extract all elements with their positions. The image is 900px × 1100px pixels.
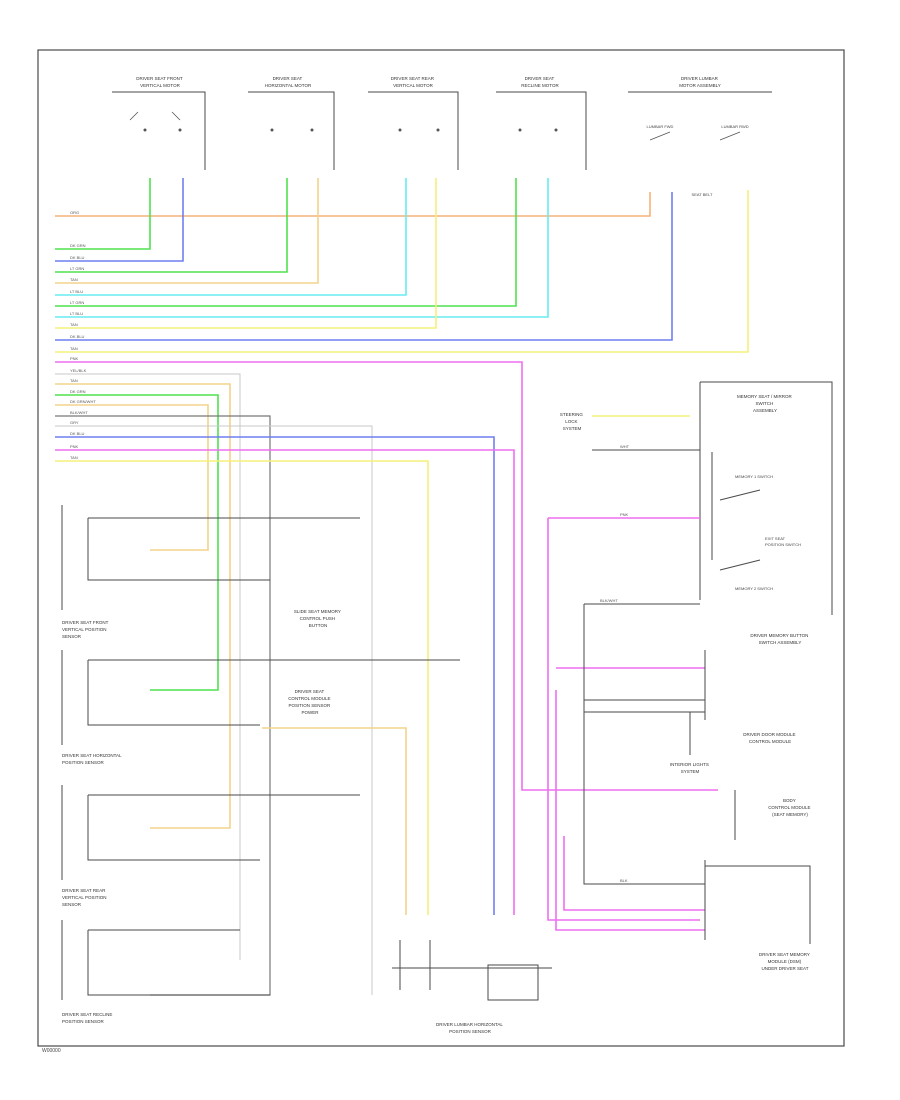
top-harness bbox=[55, 178, 749, 353]
sensor-power-lead bbox=[262, 727, 407, 915]
sensor-recline-label: DRIVER SEAT RECLINE POSITION SENSOR bbox=[62, 1012, 114, 1024]
ignition-label: STEERING LOCK SYSTEM bbox=[560, 412, 584, 431]
lumbar-sensor-label: DRIVER LUMBAR HORIZONTAL POSITION SENSOR bbox=[436, 1022, 504, 1034]
dsm-frame bbox=[705, 865, 811, 944]
right-black bbox=[583, 449, 736, 940]
wire-label-blkwht-2: BLK/WHT bbox=[600, 598, 618, 603]
middle-harness bbox=[55, 361, 556, 996]
lumbar-sensor bbox=[392, 940, 552, 1001]
interior-lights-label: INTERIOR LIGHTS SYSTEM bbox=[670, 762, 710, 774]
right-module-labels: DRIVER MEMORY BUTTON SWITCH ASSEMBLY DRI… bbox=[670, 633, 812, 971]
wire-label-pnk: PNK bbox=[70, 356, 79, 361]
wire-label-dkblu: DK BLU bbox=[70, 255, 85, 260]
sensor-rear-vertical-label: DRIVER SEAT REAR VERTICAL POSITION SENSO… bbox=[62, 888, 108, 907]
motor-lumbar: DRIVER LUMBAR MOTOR ASSEMBLY LUMBAR FWD … bbox=[628, 76, 772, 197]
right-magenta bbox=[547, 517, 718, 931]
exit-switch-label: EXIT SEAT POSITION SWITCH bbox=[765, 536, 801, 547]
motor-front-vertical: DRIVER SEAT FRONT VERTICAL MOTOR bbox=[112, 76, 206, 170]
motor-recline-label: DRIVER SEAT RECLINE MOTOR bbox=[521, 76, 559, 88]
motor-rear-vertical: DRIVER SEAT REAR VERTICAL MOTOR bbox=[368, 76, 459, 170]
wire-label-ltgrn-2: LT GRN bbox=[70, 300, 84, 305]
center-note-1: SLIDE SEAT MEMORY CONTROL PUSH BUTTON bbox=[294, 609, 342, 628]
center-notes: SLIDE SEAT MEMORY CONTROL PUSH BUTTON DR… bbox=[288, 609, 342, 715]
wire-label-dkgrnwht: DK GRN/WHT bbox=[70, 399, 96, 404]
memory-2-switch-label: MEMORY 2 SWITCH bbox=[735, 586, 773, 591]
wire-label-tan-3: TAN bbox=[70, 378, 78, 383]
page-code: W00000 bbox=[42, 1048, 61, 1054]
memory-switch-assembly bbox=[699, 381, 833, 615]
motor-lumbar-label: DRIVER LUMBAR MOTOR ASSEMBLY bbox=[679, 76, 721, 88]
wire-label-ltblu: LT BLU bbox=[70, 289, 83, 294]
wire-label-gry: GRY bbox=[70, 420, 79, 425]
memory-1-switch-label: MEMORY 1 SWITCH bbox=[735, 474, 773, 479]
diagram-frame bbox=[37, 49, 845, 1047]
lumbar-fwd-label: LUMBAR FWD bbox=[647, 124, 674, 129]
center-note-2: DRIVER SEAT CONTROL MODULE POSITION SENS… bbox=[288, 689, 332, 715]
middle-wire-labels: PNK YEL/BLK TAN DK GRN DK GRN/WHT BLK/WH… bbox=[70, 356, 96, 460]
wire-label-ltblu-2: LT BLU bbox=[70, 311, 83, 316]
sensor-labels: DRIVER SEAT FRONT VERTICAL POSITION SENS… bbox=[62, 620, 123, 1024]
wire-label-yelblk: YEL/BLK bbox=[70, 368, 87, 373]
wire-label-pnk-2: PNK bbox=[70, 444, 79, 449]
motor-recline: DRIVER SEAT RECLINE MOTOR bbox=[496, 76, 587, 170]
seat-belt-label: SEAT BELT bbox=[692, 192, 713, 197]
motor-rear-vertical-label: DRIVER SEAT REAR VERTICAL MOTOR bbox=[391, 76, 436, 88]
wire-label-dkgrn-2: DK GRN bbox=[70, 389, 86, 394]
dsm-label: DRIVER SEAT MEMORY MODULE (DSM) UNDER DR… bbox=[759, 952, 811, 971]
motor-front-vertical-label: DRIVER SEAT FRONT VERTICAL MOTOR bbox=[136, 76, 184, 88]
wire-label-tan-4: TAN bbox=[70, 455, 78, 460]
wire-label-wht: WHT bbox=[620, 444, 630, 449]
wire-label-dkblu-3: DK BLU bbox=[70, 431, 85, 436]
wire-label-blkwht: BLK/WHT bbox=[70, 410, 88, 415]
sensor-horizontal-label: DRIVER SEAT HORIZONTAL POSITION SENSOR bbox=[62, 753, 123, 765]
wire-label-dkblu-2: DK BLU bbox=[70, 334, 85, 339]
sensor-front-vertical-label: DRIVER SEAT FRONT VERTICAL POSITION SENS… bbox=[62, 620, 110, 639]
wire-label-tan: TAN bbox=[70, 277, 78, 282]
memory-switch-labels: MEMORY 1 SWITCH MEMORY 2 SWITCH EXIT SEA… bbox=[735, 474, 801, 591]
driver-door-label: DRIVER DOOR MODULE CONTROL MODULE bbox=[743, 732, 797, 744]
top-wire-labels: ORG DK GRN DK BLU LT GRN TAN LT BLU LT G… bbox=[70, 210, 86, 351]
right-wire-labels: WHT PNK BLK/WHT BLK bbox=[600, 444, 630, 883]
motor-horizontal-label: DRIVER SEAT HORIZONTAL MOTOR bbox=[265, 76, 312, 88]
memory-switch-label: MEMORY SEAT / MIRROR SWITCH ASSEMBLY bbox=[737, 394, 793, 413]
motor-horizontal: DRIVER SEAT HORIZONTAL MOTOR bbox=[248, 76, 335, 170]
wire-label-dkgrn: DK GRN bbox=[70, 243, 86, 248]
dimmer-label: DRIVER MEMORY BUTTON SWITCH ASSEMBLY bbox=[750, 633, 809, 645]
lumbar-rwd-label: LUMBAR RWD bbox=[721, 124, 748, 129]
wire-label-ltgrn: LT GRN bbox=[70, 266, 84, 271]
wire-label-pnk-3: PNK bbox=[620, 512, 629, 517]
wire-label-tan-2: TAN bbox=[70, 346, 78, 351]
wire-label-yel: TAN bbox=[70, 322, 78, 327]
bcm-label: BODY CONTROL MODULE (SEAT MEMORY) bbox=[768, 798, 812, 817]
wire-label-org: ORG bbox=[70, 210, 79, 215]
wire-label-blk: BLK bbox=[620, 878, 628, 883]
position-sensors bbox=[61, 505, 460, 1000]
